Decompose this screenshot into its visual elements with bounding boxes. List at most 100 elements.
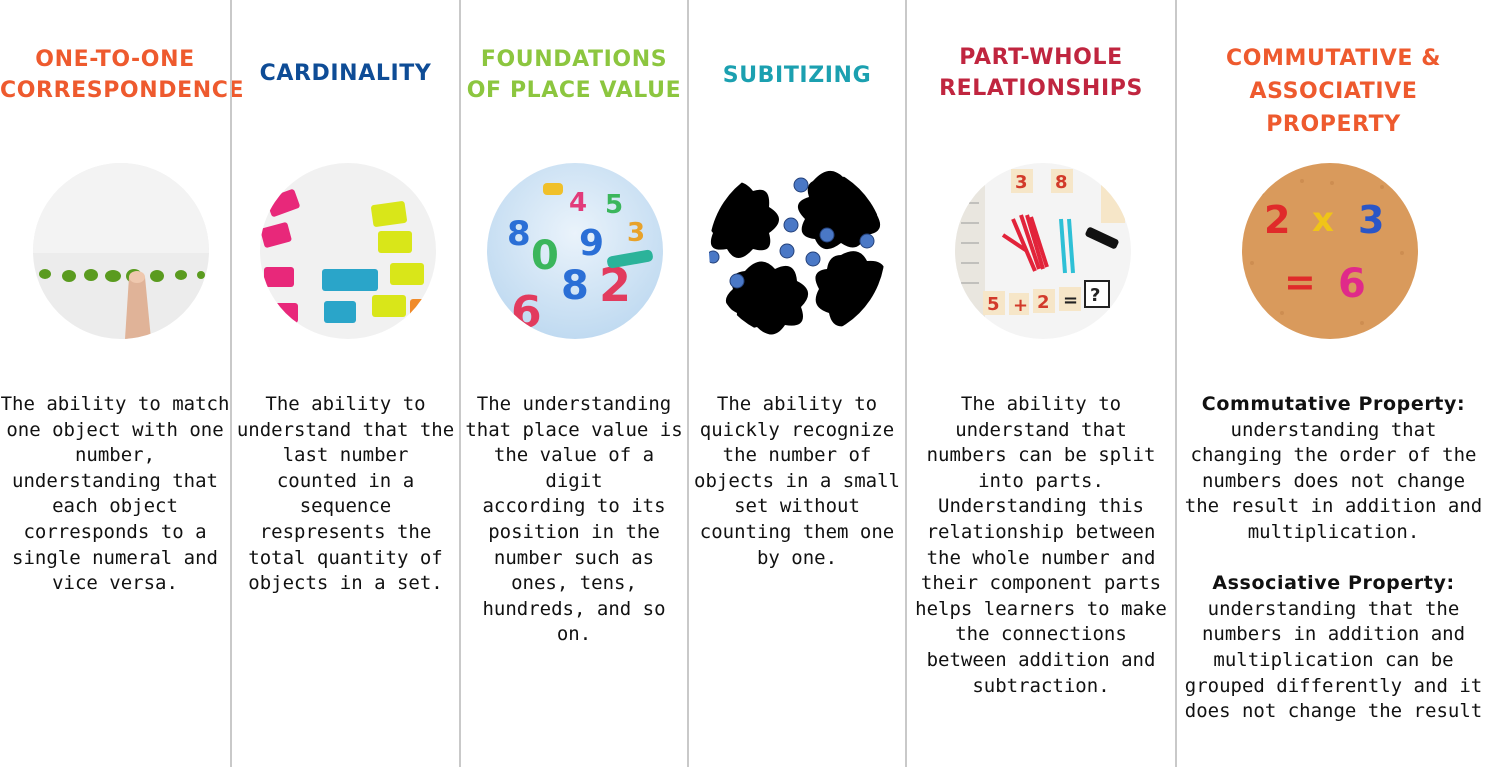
text-line: respresents the	[259, 520, 432, 543]
digit: 3	[627, 218, 645, 248]
text-line: that place value is	[465, 418, 683, 441]
card-text: ?	[1090, 285, 1100, 306]
title-line: CARDINALITY	[259, 61, 432, 86]
card-text: 3	[1015, 172, 1028, 193]
text-line: objects in a small	[694, 469, 900, 492]
title-line: FOUNDATIONS	[480, 47, 668, 72]
text-line: numbers in addition and	[1201, 623, 1466, 646]
digit: 8	[561, 263, 589, 309]
text-line: last number	[282, 444, 409, 467]
title-line: COMMUTATIVE &	[1225, 46, 1441, 71]
text-line: multiplication can be	[1213, 648, 1454, 671]
digit: 9	[579, 223, 604, 264]
text-line: between addition and	[926, 648, 1156, 671]
equation-char: 2	[1264, 198, 1290, 242]
text-line: number such as	[493, 546, 655, 569]
column-one-to-one: ONE-TO-ONE CORRESPONDENCE The ability to…	[0, 0, 245, 767]
column-commutative-associative: COMMUTATIVE & ASSOCIATIVE PROPERTY 2 x 3…	[1177, 0, 1490, 767]
text-line: does not change the result	[1184, 700, 1483, 723]
text-line: on.	[556, 623, 592, 646]
digit: 5	[605, 190, 623, 220]
title-line: OF PLACE VALUE	[466, 78, 682, 103]
card-text: 2	[1037, 292, 1050, 313]
toy-sharpeners-photo-icon	[260, 163, 436, 339]
text-line: understand that the	[236, 418, 455, 441]
corkboard-equation-photo-icon: 2 x 3 = 6	[1242, 163, 1418, 339]
text-line: subtraction.	[972, 674, 1110, 697]
title-line: PROPERTY	[1266, 112, 1401, 137]
counting-sticks-photo-icon: 3 8 5 + 2 = ?	[955, 163, 1131, 339]
title-subitizing: SUBITIZING	[689, 60, 905, 91]
finger-counting-photo-icon	[33, 163, 209, 339]
column-subitizing: SUBITIZING The ability to q	[689, 0, 905, 767]
equation-char: x	[1312, 200, 1334, 240]
text-line: understanding that	[12, 469, 218, 492]
text-line: quickly recognize	[699, 418, 895, 441]
text-line: counting them one	[699, 520, 895, 543]
digit: 8	[507, 214, 531, 254]
text-line: objects in a set.	[248, 572, 443, 595]
text-line: relationship between	[926, 520, 1156, 543]
text-line: understanding that	[1230, 418, 1437, 441]
description-place-value: The understanding that place value is th…	[461, 392, 687, 648]
title-cardinality: CARDINALITY	[232, 58, 459, 89]
text-line: numbers does not change	[1201, 469, 1466, 492]
text-line: the number of	[722, 444, 872, 467]
text-line: numbers can be split	[926, 444, 1156, 467]
column-cardinality: CARDINALITY The abi	[232, 0, 459, 767]
text-line: by one.	[756, 546, 838, 569]
title-line: PART-WHOLE	[959, 45, 1123, 70]
text-line: corresponds to a	[23, 520, 207, 543]
text-line: the value of a digit	[493, 444, 655, 492]
text-line: helps learners to make	[915, 597, 1167, 620]
title-line: ONE-TO-ONE	[35, 47, 195, 72]
description-commutative-associative: Commutative Property: understanding that…	[1177, 392, 1490, 725]
text-line: multiplication.	[1247, 520, 1420, 543]
column-divider	[1175, 0, 1177, 767]
column-divider	[687, 0, 689, 767]
blob-and-dots-graphic-icon	[709, 163, 885, 339]
text-line: single numeral and	[12, 546, 218, 569]
text-line: Understanding this	[938, 495, 1144, 518]
text-line: according to its	[482, 495, 666, 518]
text-line: number,	[74, 444, 156, 467]
text-line: their component parts	[920, 572, 1162, 595]
column-divider	[459, 0, 461, 767]
text-line: The understanding	[476, 393, 672, 415]
text-line: The ability to	[265, 393, 426, 415]
title-line: SUBITIZING	[722, 63, 872, 88]
card-text: +	[1013, 295, 1028, 316]
digit: 6	[511, 287, 542, 338]
description-one-to-one: The ability to match one object with one…	[0, 392, 230, 597]
column-place-value: FOUNDATIONS OF PLACE VALUE 8 4 0 9 8 2 6…	[461, 0, 687, 767]
text-line: understanding that the	[1207, 597, 1460, 620]
text-line: the whole number and	[926, 546, 1156, 569]
text-line: ones, tens,	[511, 572, 637, 595]
column-part-whole: PART-WHOLE RELATIONSHIPS 3 8 5 + 2	[907, 0, 1175, 767]
text-line: each object	[52, 495, 178, 518]
digit: 4	[569, 188, 587, 218]
text-line: grouped differently and it	[1184, 674, 1483, 697]
commutative-heading: Commutative Property:	[1201, 393, 1466, 415]
title-line: CORRESPONDENCE	[0, 78, 245, 103]
card-text: 8	[1055, 172, 1068, 193]
text-line: The ability to match	[0, 393, 230, 415]
text-line: total quantity of	[248, 546, 443, 569]
title-one-to-one: ONE-TO-ONE CORRESPONDENCE	[0, 44, 245, 106]
colorful-numbers-photo-icon: 8 4 0 9 8 2 6 5 3	[487, 163, 663, 339]
text-line: position in the	[488, 520, 660, 543]
title-part-whole: PART-WHOLE RELATIONSHIPS	[907, 42, 1175, 104]
associative-heading: Associative Property:	[1212, 572, 1455, 595]
text-line: The ability to	[716, 393, 878, 415]
text-line: the result in addition and	[1184, 495, 1483, 518]
title-line: RELATIONSHIPS	[939, 76, 1143, 101]
equation-char: =	[1284, 260, 1316, 304]
column-divider	[230, 0, 232, 767]
text-line: changing the order of the	[1190, 444, 1477, 467]
title-commutative-associative: COMMUTATIVE & ASSOCIATIVE PROPERTY	[1177, 42, 1490, 141]
text-line: one object with one	[6, 418, 224, 441]
column-divider	[905, 0, 907, 767]
title-place-value: FOUNDATIONS OF PLACE VALUE	[461, 44, 687, 106]
card-text: 5	[987, 294, 1000, 315]
card-text: =	[1063, 290, 1078, 311]
